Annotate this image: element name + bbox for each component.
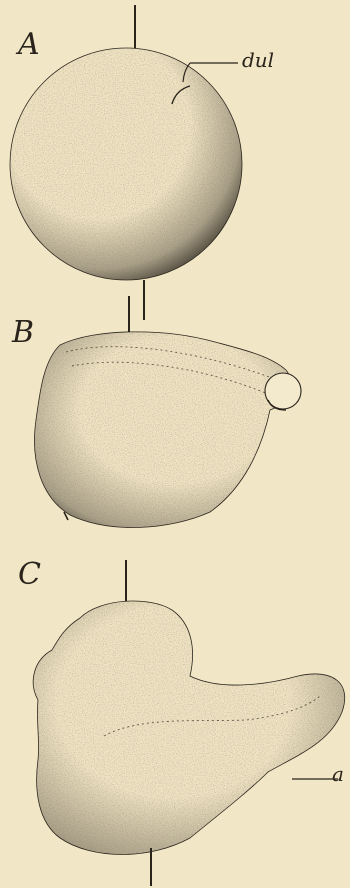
figure-label-a: A: [18, 30, 40, 60]
figure-b: [34, 296, 301, 527]
figure-label-b: B: [12, 318, 34, 348]
embryo-c-stipple: [33, 601, 345, 855]
embryo-a-stipple: [10, 48, 242, 280]
figure-c: [33, 560, 345, 886]
pointer-label-dul: dul: [242, 50, 274, 70]
pointer-label-a: a: [332, 764, 344, 784]
figure-label-c: C: [18, 560, 41, 590]
embryo-b-stipple: [34, 332, 291, 528]
figure-a: [10, 5, 242, 280]
